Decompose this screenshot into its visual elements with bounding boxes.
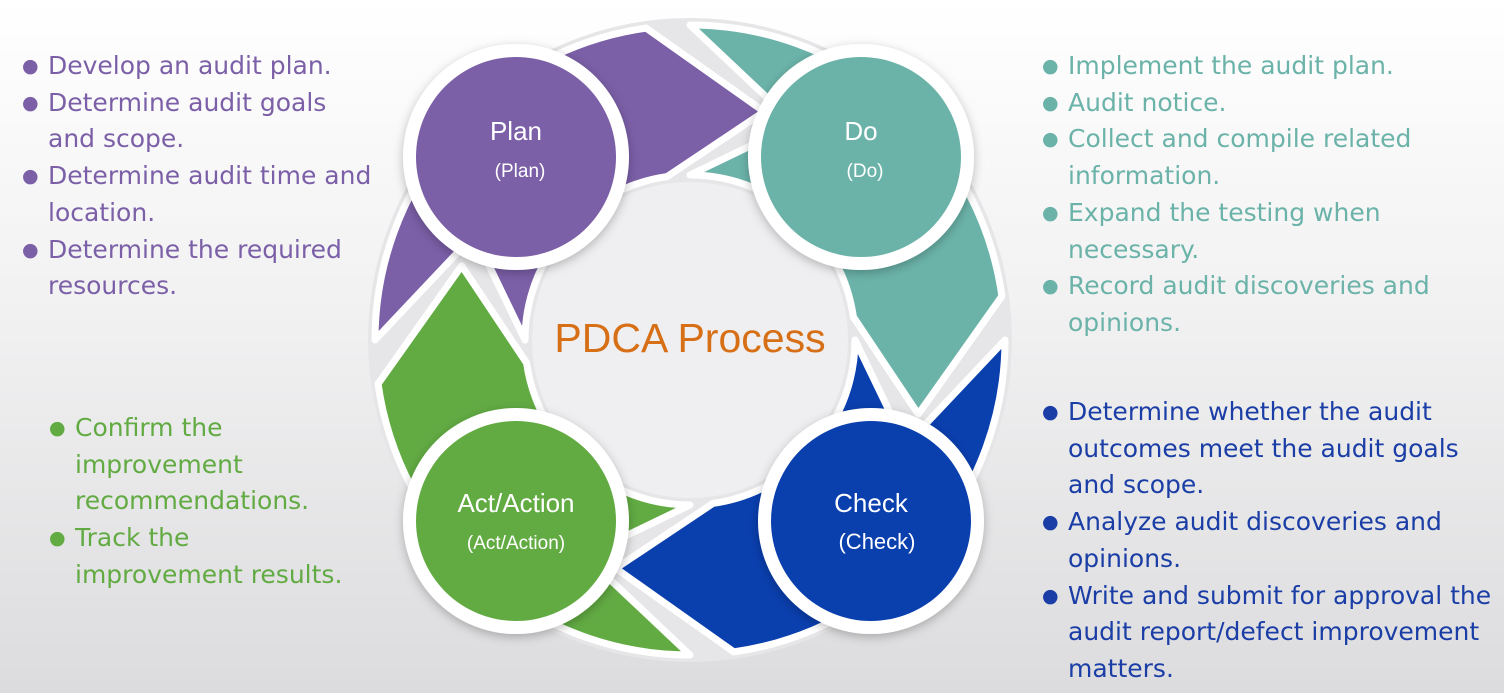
list-item: Expand the testing when necessary.: [1042, 195, 1488, 268]
check-node: Check (Check): [758, 408, 984, 634]
list-item: Determine audit goals and scope.: [22, 85, 348, 158]
do-node: Do (Do): [748, 44, 974, 270]
list-item: Record audit discoveries and opinions.: [1042, 268, 1468, 341]
plan-node: Plan (Plan): [403, 44, 629, 270]
list-item: Track the improvement results.: [49, 520, 345, 593]
list-item: Determine the required resources.: [22, 232, 378, 305]
list-item: Confirm the improvement recommendations.: [49, 410, 375, 520]
check-task-list: Determine whether the audit outcomes mee…: [1042, 394, 1502, 688]
act-node-subtitle: (Act/Action): [467, 533, 565, 554]
do-node-title: Do: [844, 116, 877, 146]
list-item: Collect and compile related information.: [1042, 121, 1438, 194]
list-item: Determine whether the audit outcomes mee…: [1042, 394, 1488, 504]
list-item: Analyze audit discoveries and opinions.: [1042, 504, 1468, 577]
list-item: Determine audit time and location.: [22, 158, 393, 231]
do-task-list: Implement the audit plan. Audit notice. …: [1042, 48, 1482, 342]
list-item: Develop an audit plan.: [22, 48, 392, 85]
list-item: Write and submit for approval the audit …: [1042, 578, 1504, 688]
center-label: PDCA Process: [554, 315, 825, 361]
plan-node-subtitle: (Plan): [495, 161, 546, 182]
check-node-title: Check: [834, 488, 909, 518]
act-node-title: Act/Action: [457, 488, 574, 518]
plan-task-list: Develop an audit plan. Determine audit g…: [22, 48, 392, 305]
list-item: Audit notice.: [1042, 85, 1482, 122]
list-item: Implement the audit plan.: [1042, 48, 1482, 85]
plan-node-title: Plan: [490, 116, 542, 146]
check-node-subtitle: (Check): [838, 529, 915, 554]
act-node: Act/Action (Act/Action): [403, 408, 629, 634]
act-task-list: Confirm the improvement recommendations.…: [49, 410, 369, 594]
do-node-subtitle: (Do): [847, 161, 884, 182]
center-circle: [532, 182, 848, 498]
